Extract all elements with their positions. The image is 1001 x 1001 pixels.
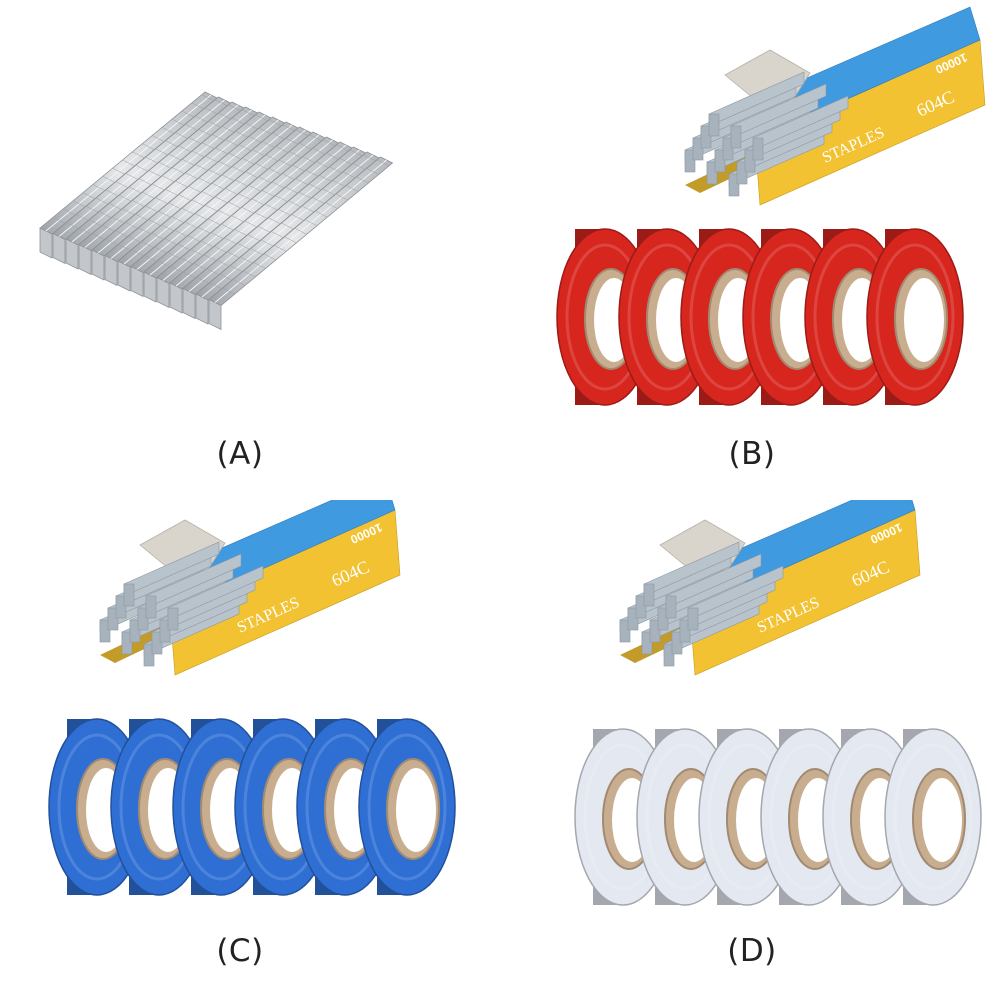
panel-a: (A) xyxy=(0,0,500,500)
loose-staples-image xyxy=(39,91,394,331)
staple-strip xyxy=(208,156,394,331)
tape-rolls-b xyxy=(556,228,964,406)
staple-strip xyxy=(39,91,218,259)
loose-staples xyxy=(39,91,394,331)
label-c: (C) xyxy=(216,933,264,969)
label-d: (D) xyxy=(727,933,777,969)
staple-strip xyxy=(195,151,380,325)
label-a: (A) xyxy=(216,436,264,472)
staple-strip xyxy=(169,141,353,314)
tape-rolls-c xyxy=(48,718,456,896)
staple-strip xyxy=(78,106,259,276)
staple-strip xyxy=(143,131,326,303)
label-b: (B) xyxy=(728,436,776,472)
tape-roll xyxy=(884,728,982,906)
staple-strip xyxy=(104,116,286,287)
tape-roll xyxy=(866,228,964,406)
tape-rolls-d xyxy=(574,728,982,906)
tape-roll xyxy=(358,718,456,896)
staple-strip xyxy=(156,136,340,309)
staple-strip xyxy=(182,146,367,320)
